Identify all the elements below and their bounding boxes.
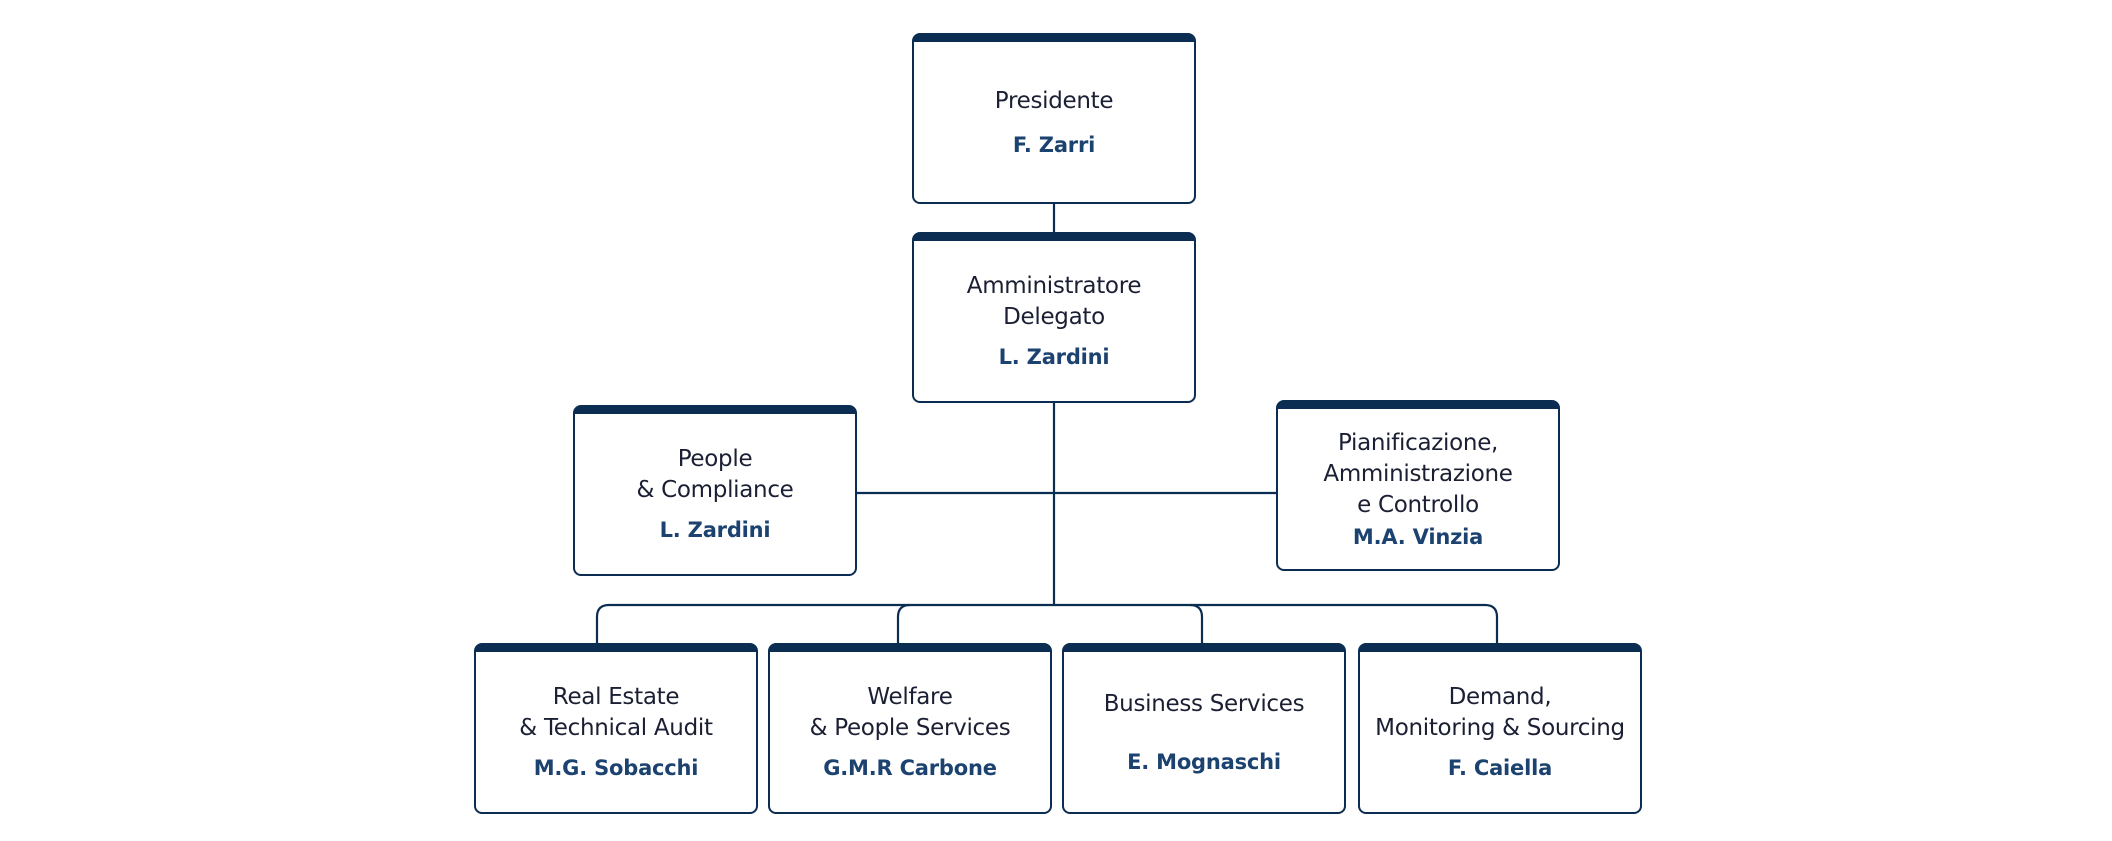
node-person: M.A. Vinzia [1352, 524, 1484, 549]
node-role: Pianificazione, Amministrazione e Contro… [1323, 428, 1513, 521]
node-person: M.G. Sobacchi [533, 756, 699, 780]
role-line: Presidente [994, 87, 1114, 114]
org-node-pianificazione-amministrazione-controllo[interactable]: Pianificazione, Amministrazione e Contro… [1276, 400, 1560, 571]
role-line: Delegato [1003, 304, 1105, 330]
node-role: Demand, Monitoring & Sourcing [1375, 682, 1625, 744]
node-role: Presidente [994, 86, 1114, 117]
node-person: F. Zarri [1012, 132, 1096, 157]
node-role: Real Estate & Technical Audit [519, 682, 713, 744]
org-node-demand-monitoring-sourcing[interactable]: Demand, Monitoring & Sourcing F. Caiella [1358, 643, 1642, 814]
role-line: e Controllo [1357, 491, 1479, 518]
role-line: Monitoring & Sourcing [1375, 715, 1625, 741]
node-role: Welfare & People Services [810, 682, 1011, 744]
node-person: G.M.R Carbone [823, 756, 997, 780]
org-node-amministratore-delegato[interactable]: Amministratore Delegato L. Zardini [912, 232, 1196, 403]
connector-bus-left [595, 603, 1054, 644]
org-node-welfare-people-services[interactable]: Welfare & People Services G.M.R Carbone [768, 643, 1052, 814]
role-line: Real Estate [552, 684, 680, 710]
node-person: F. Caiella [1447, 756, 1553, 780]
role-line: People [677, 446, 753, 472]
connector-drop-welfare [896, 603, 911, 644]
org-node-presidente[interactable]: Presidente F. Zarri [912, 33, 1196, 204]
role-line: & People Services [809, 715, 1011, 741]
connector-drop-business [1189, 603, 1204, 644]
node-person: E. Mognaschi [1127, 749, 1281, 774]
role-line: Amministrazione [1323, 460, 1513, 487]
node-role: Amministratore Delegato [966, 271, 1142, 333]
role-line: & Compliance [636, 477, 794, 503]
node-role: People & Compliance [636, 444, 793, 506]
role-line: & Technical Audit [519, 715, 713, 741]
org-node-people-compliance[interactable]: People & Compliance L. Zardini [573, 405, 857, 576]
connector-bus-right [1054, 603, 1499, 644]
role-line: Business Services [1103, 690, 1305, 717]
node-person: L. Zardini [659, 518, 771, 542]
org-node-real-estate-technical-audit[interactable]: Real Estate & Technical Audit M.G. Sobac… [474, 643, 758, 814]
role-line: Pianificazione, [1337, 429, 1499, 456]
role-line: Welfare [867, 684, 953, 710]
node-person: L. Zardini [998, 345, 1110, 369]
role-line: Amministratore [966, 273, 1142, 299]
role-line: Demand, [1448, 684, 1552, 710]
org-node-business-services[interactable]: Business Services E. Mognaschi [1062, 643, 1346, 814]
node-role: Business Services [1104, 689, 1305, 720]
